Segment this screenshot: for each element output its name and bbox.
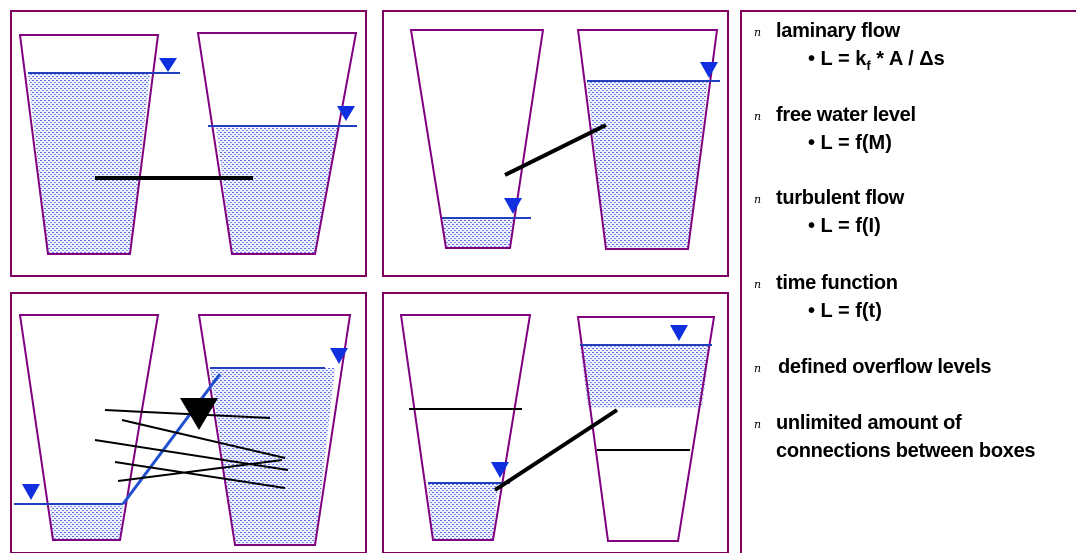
vessel-right bbox=[576, 29, 719, 250]
water-fill bbox=[587, 81, 708, 249]
level-marker-icon bbox=[330, 348, 348, 364]
vessel-left bbox=[399, 314, 532, 541]
water-fill bbox=[50, 504, 123, 540]
panel-turbulent-flow bbox=[14, 314, 352, 546]
panel-frame-legend bbox=[740, 10, 1076, 553]
bullet-icon: n bbox=[754, 193, 762, 206]
panel-frame-top-right bbox=[382, 10, 729, 277]
water-fill bbox=[28, 73, 150, 254]
level-marker-icon bbox=[159, 58, 177, 72]
connection-line bbox=[121, 419, 286, 459]
vessel-right bbox=[196, 32, 358, 255]
water-fill bbox=[216, 126, 340, 254]
formula-laminary-flow: • L = kf * A / Δs bbox=[808, 48, 945, 73]
connection-line bbox=[117, 459, 283, 482]
vessel-left bbox=[18, 34, 160, 255]
water-fill bbox=[428, 483, 498, 540]
level-marker-icon bbox=[504, 198, 522, 214]
level-marker-icon bbox=[491, 462, 509, 478]
slope-line bbox=[121, 373, 222, 505]
water-fill bbox=[442, 218, 514, 248]
panel-time-function bbox=[399, 314, 716, 542]
connection-line bbox=[94, 439, 289, 471]
vessel-left bbox=[18, 314, 160, 541]
legend-item-free-water-level: free water level bbox=[776, 104, 916, 126]
panel-frame-bottom-right bbox=[382, 292, 729, 553]
bullet-icon: n bbox=[754, 278, 762, 291]
connection-line bbox=[104, 409, 271, 419]
vessel-right bbox=[576, 316, 716, 542]
bullet-icon: n bbox=[754, 418, 762, 431]
panel-free-water-level bbox=[409, 29, 720, 250]
water-fill bbox=[580, 345, 710, 408]
bullet-icon: n bbox=[754, 26, 762, 39]
connection-line bbox=[114, 461, 286, 489]
formula-turbulent-flow: • L = f(I) bbox=[808, 215, 881, 237]
panel-frame-bottom-left bbox=[10, 292, 367, 553]
connection-line bbox=[493, 408, 619, 492]
formula-free-water-level: • L = f(M) bbox=[808, 132, 892, 154]
level-marker-icon bbox=[670, 325, 688, 341]
legend-item-laminary-flow: laminary flow bbox=[776, 20, 900, 42]
legend-item-defined-overflow-levels: defined overflow levels bbox=[778, 356, 992, 378]
legend-item-unlimited-connections: unlimited amount of bbox=[776, 412, 962, 434]
panel-laminary-flow bbox=[18, 32, 358, 255]
formula-time-function: • L = f(t) bbox=[808, 300, 882, 322]
legend-item-turbulent-flow: turbulent flow bbox=[776, 187, 904, 209]
water-fill bbox=[210, 368, 335, 545]
level-marker-icon bbox=[337, 106, 355, 121]
panel-frame-top-left bbox=[10, 10, 367, 277]
vessel-left bbox=[409, 29, 545, 249]
legend-item-time-function: time function bbox=[776, 272, 898, 294]
level-marker-icon bbox=[700, 62, 718, 78]
bullet-icon: n bbox=[754, 362, 762, 375]
connection-line bbox=[504, 123, 607, 177]
legend-item-unlimited-connections-line2: connections between boxes bbox=[776, 440, 1036, 462]
level-marker-icon bbox=[22, 484, 40, 500]
bullet-icon: n bbox=[754, 110, 762, 123]
